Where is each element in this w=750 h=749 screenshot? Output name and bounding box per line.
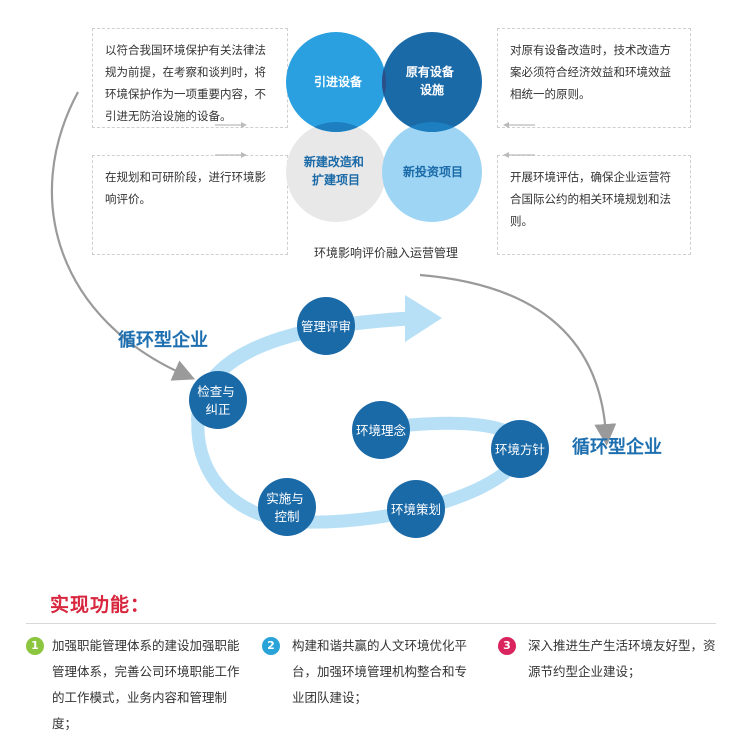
cycle-node-policy: 环境方针: [491, 420, 549, 478]
venn-label-top-left: 引进设备: [314, 74, 363, 89]
feature-item-1: 1 加强职能管理体系的建设加强职能管理体系，完善公司环境职能工作的工作模式，业务…: [26, 633, 241, 737]
diagram-canvas: 引进设备 原有设备 设施 新建改造和 扩建项目 新投资项目 环境影响评价融入运营…: [50, 32, 662, 538]
feature-text-1: 加强职能管理体系的建设加强职能管理体系，完善公司环境职能工作的工作模式，业务内容…: [52, 638, 240, 731]
cycle-node-concept: 环境理念: [352, 401, 410, 459]
cycle-node-review-label: 管理评审: [301, 319, 351, 334]
note-top-right-text: 对原有设备改造时，技术改造方案必须符合经济效益和环境效益相统一的原则。: [510, 43, 671, 101]
note-mid-right: 开展环境评估，确保企业运营符合国际公约的相关环境规划和法则。: [497, 155, 691, 255]
cycle-label-right: 循环型企业: [572, 436, 662, 458]
cycle-node-policy-label: 环境方针: [495, 442, 545, 457]
feature-number-3: 3: [498, 637, 516, 655]
note-top-right: 对原有设备改造时，技术改造方案必须符合经济效益和环境效益相统一的原则。: [497, 28, 691, 128]
spiral-arrowhead-icon: [405, 295, 442, 342]
venn-circle-top-right: [382, 32, 482, 132]
venn-circle-bottom-left: [286, 122, 386, 222]
venn-label-top-left-line-1: 引进设备: [314, 74, 363, 89]
feature-text-3: 深入推进生产生活环境友好型，资源节约型企业建设；: [528, 638, 716, 679]
note-top-left-text: 以符合我国环境保护有关法律法规为前提，在考察和谈判时，将环境保护作为一项重要内容…: [105, 43, 266, 123]
feature-text-2: 构建和谐共赢的人文环境优化平台，加强环境管理机构整合和专业团队建设；: [292, 638, 468, 705]
venn-label-bottom-right: 新投资项目: [403, 164, 463, 179]
cycle-node-implement: 实施与 控制: [258, 478, 316, 536]
feature-item-3: 3 深入推进生产生活环境友好型，资源节约型企业建设；: [498, 633, 723, 685]
venn-diagram: 引进设备 原有设备 设施 新建改造和 扩建项目 新投资项目 环境影响评价融入运营…: [286, 32, 482, 260]
venn-label-bottom-right-line-1: 新投资项目: [403, 164, 463, 179]
cycle-node-concept-label: 环境理念: [356, 423, 407, 438]
feature-number-2: 2: [262, 637, 280, 655]
venn-label-bottom-left-line-1: 新建改造和: [304, 154, 364, 169]
venn-label-top-right-line-1: 原有设备: [406, 64, 455, 79]
cycle-node-review: 管理评审: [297, 297, 355, 355]
cycle-node-check-label: 检查与 纠正: [197, 384, 239, 417]
cycle-node-check: 检查与 纠正: [189, 371, 247, 429]
venn-label-bottom-left-line-2: 扩建项目: [312, 172, 360, 187]
cycle-node-planning-label: 环境策划: [391, 502, 441, 517]
cycle-node-check-line-1: 检查与: [197, 384, 235, 399]
venn-label-bottom-left: 新建改造和 扩建项目: [304, 154, 368, 187]
cycle-node-implement-line-1: 实施与: [266, 491, 304, 506]
connector-arrows: [215, 122, 535, 158]
venn-label-top-right-line-2: 设施: [420, 82, 444, 97]
cycle-node-planning: 环境策划: [387, 480, 445, 538]
feature-number-1: 1: [26, 637, 44, 655]
venn-label-top-right: 原有设备 设施: [406, 64, 458, 97]
grey-arrow-right: [419, 273, 617, 446]
cycle-node-implement-label: 实施与 控制: [266, 491, 308, 524]
note-mid-right-text: 开展环境评估，确保企业运营符合国际公约的相关环境规划和法则。: [510, 170, 671, 228]
grey-arrow-left: [50, 91, 196, 381]
feature-item-2: 2 构建和谐共赢的人文环境优化平台，加强环境管理机构整合和专业团队建设；: [262, 633, 477, 711]
cycle-node-implement-line-2: 控制: [274, 509, 299, 524]
note-mid-left-text: 在规划和可研阶段，进行环境影响评价。: [105, 170, 266, 206]
venn-caption: 环境影响评价融入运营管理: [314, 245, 458, 260]
cycle-label-left: 循环型企业: [118, 329, 208, 351]
note-top-left: 以符合我国环境保护有关法律法规为前提，在考察和谈判时，将环境保护作为一项重要内容…: [92, 28, 288, 128]
venn-circle-bottom-right: [382, 122, 482, 222]
features-title: 实现功能：: [50, 594, 151, 616]
note-mid-left: 在规划和可研阶段，进行环境影响评价。: [92, 155, 288, 255]
cycle-spiral: [191, 295, 528, 529]
cycle-node-check-line-2: 纠正: [205, 402, 230, 417]
venn-circle-top-left: [286, 32, 386, 132]
features-divider: [26, 623, 716, 624]
